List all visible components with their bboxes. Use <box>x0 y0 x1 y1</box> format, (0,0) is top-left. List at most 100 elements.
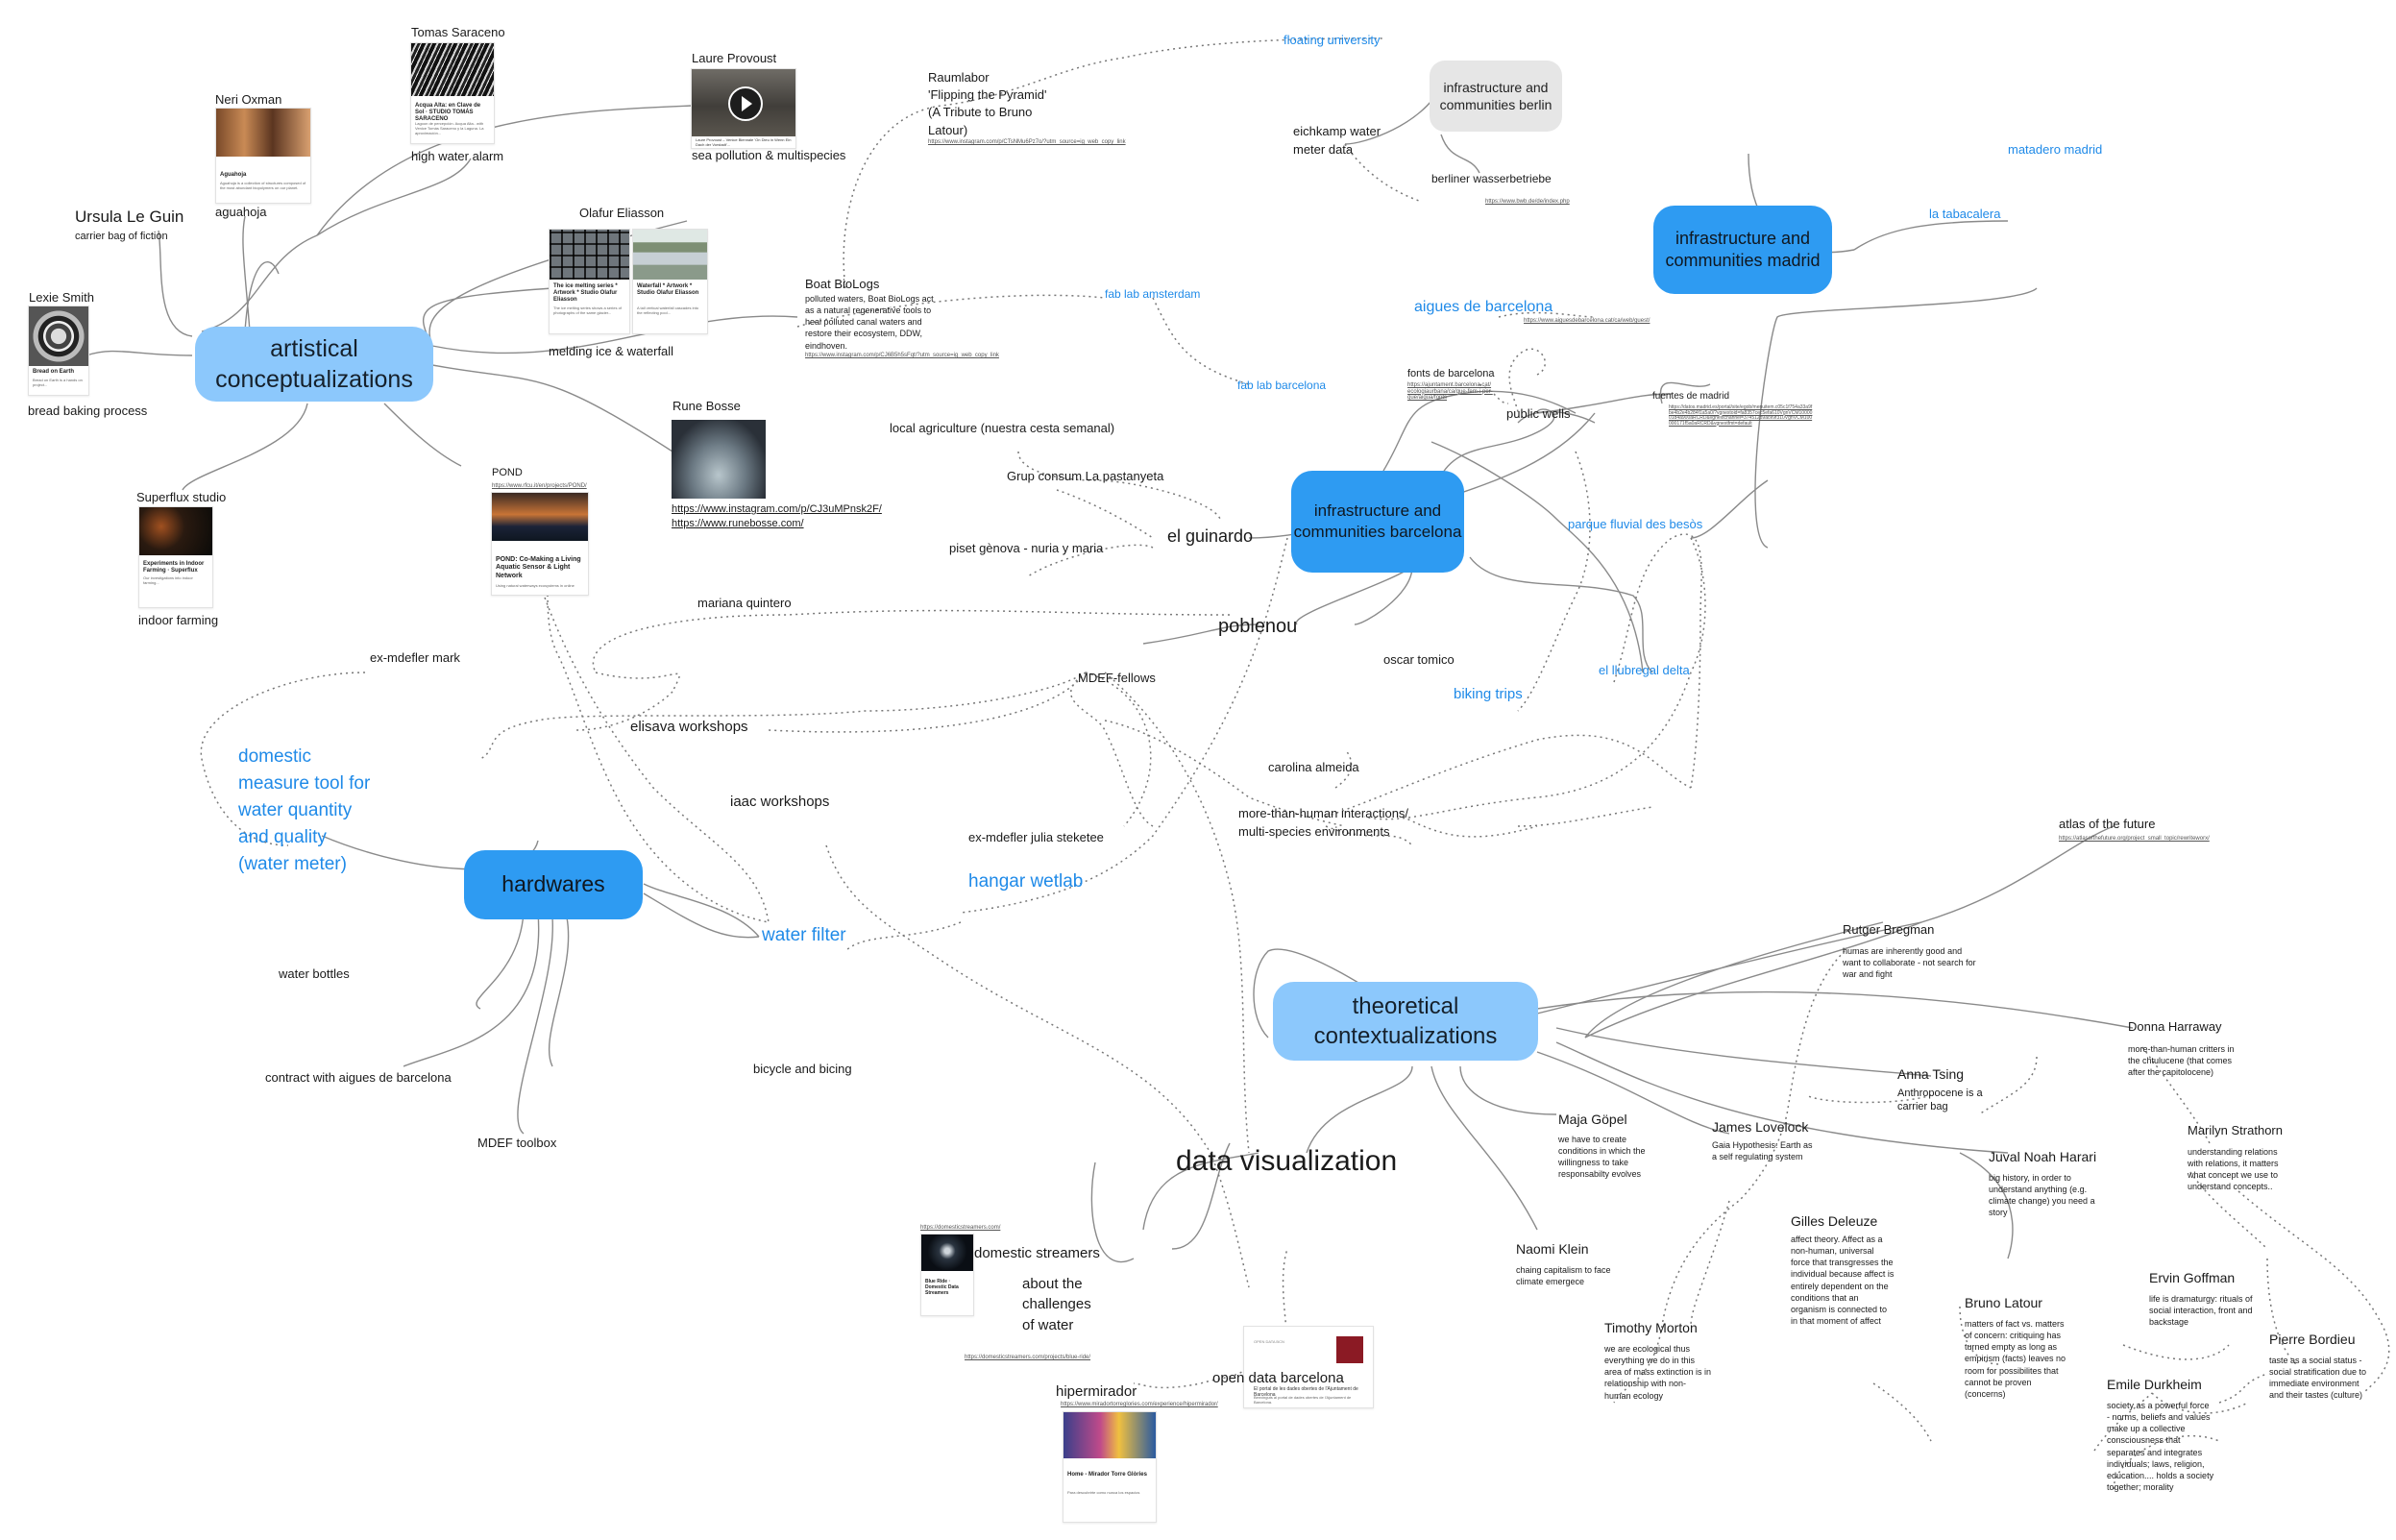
link-rune-instagram[interactable]: https://www.instagram.com/p/CJ3uMPnsk2F/ <box>672 503 882 515</box>
label-marilyn-strathorn: Marilyn Strathorn <box>2188 1123 2283 1137</box>
link-streamers-blue-ride[interactable]: https://domesticstreamers.com/projects/b… <box>965 1355 1091 1360</box>
label-juval-noah-harari: Juval Noah Harari <box>1989 1149 2097 1164</box>
label-llobregat-delta: el llubregal delta <box>1599 663 1690 677</box>
card-odb-title: El portal de les dades obertes de l'Ajun… <box>1254 1386 1358 1398</box>
text-morton-desc: we are ecological thus everything we do … <box>1604 1344 1712 1401</box>
card-open-data-barcelona[interactable]: OPEN DATA BCN El portal de les dades obe… <box>1243 1326 1374 1408</box>
dotted-links <box>200 37 2390 1490</box>
label-eichkamp: eichkamp water meter data <box>1293 124 1381 157</box>
text-rutger-desc: humas are inherently good and want to co… <box>1843 946 1976 980</box>
label-bread-baking: bread baking process <box>28 403 148 418</box>
link-aigues[interactable]: https://www.aiguesdebarcelona.cat/ca/web… <box>1524 318 1650 324</box>
superflux-thumbnail-image <box>139 507 212 555</box>
link-rune-website[interactable]: https://www.runebosse.com/ <box>672 518 804 529</box>
label-timothy-morton: Timothy Morton <box>1604 1320 1698 1335</box>
pond-thumbnail-image <box>492 493 588 541</box>
link-hipermirador[interactable]: https://www.miradortorreglories.com/expe… <box>1061 1402 1218 1407</box>
text-goffman-desc: life is dramaturgy: rituals of social in… <box>2149 1294 2253 1328</box>
link-raumlabor[interactable]: https://www.instagram.com/p/CTsNMu6Pz7o/… <box>928 139 1126 145</box>
link-pond-url[interactable]: https://www.rfcu.it/en/projects/POND/ <box>492 483 587 489</box>
card-olafur-ice[interactable]: The ice melting series * Artwork * Studi… <box>549 229 630 334</box>
node-infra-berlin-label: infrastructure and communities berlin <box>1439 79 1553 112</box>
open-data-logo-icon <box>1336 1336 1363 1363</box>
text-donna-desc: more-than-human critters in the chtuluce… <box>2128 1044 2235 1078</box>
card-olafur-waterfall[interactable]: Waterfall * Artwork * Studio Olafur Elia… <box>632 229 708 334</box>
node-infrastructure-barcelona[interactable]: infrastructure and communities barcelona <box>1291 471 1464 573</box>
label-rutger-bregman: Rutger Bregman <box>1843 922 1935 937</box>
label-lexie-smith: Lexie Smith <box>29 290 94 305</box>
link-boat-biologs[interactable]: https://www.instagram.com/p/CJ6B5h5sFqt/… <box>805 353 999 358</box>
lexie-thumbnail-image <box>29 306 88 366</box>
label-high-water-alarm: high water alarm <box>411 149 504 163</box>
label-sea-pollution: sea pollution & multispecies <box>692 148 846 162</box>
card-tomas-title: Acqua Alta: en Clave de Sol · STUDIO TOM… <box>415 103 481 123</box>
link-domestic-streamers[interactable]: https://domesticstreamers.com/ <box>920 1225 1001 1231</box>
text-deleuze-desc: affect theory. Affect as a non-human, un… <box>1791 1234 1895 1326</box>
card-laure-provoust[interactable]: Laure Provoust – Venice Biennale 'On Die… <box>691 68 796 149</box>
card-neri-title: Aguahoja <box>220 172 247 178</box>
label-mariana-quintero: mariana quintero <box>697 596 792 610</box>
label-la-tabacalera: la tabacalera <box>1929 207 2001 221</box>
label-iaac-workshops: iaac workshops <box>730 794 830 810</box>
label-elisava-workshops: elisava workshops <box>630 719 748 735</box>
card-lexie-desc: Bread on Earth is a hands on project... <box>33 378 83 387</box>
label-piset-genova: piset gènova - nuria y maria <box>949 541 1104 555</box>
card-superflux-title: Experiments in Indoor Farming · Superflu… <box>143 561 205 574</box>
node-infra-madrid-label: infrastructure and communities madrid <box>1665 228 1821 270</box>
text-marilyn-desc: understanding relations with relations, … <box>2188 1147 2279 1192</box>
label-more-than-human: more-than-human interactions/ multi-spec… <box>1238 806 1409 839</box>
label-fab-lab-amsterdam: fab lab amsterdam <box>1105 287 1201 301</box>
label-poblenou: poblenou <box>1218 616 1298 637</box>
label-maja-gopel: Maja Göpel <box>1558 1112 1627 1127</box>
link-fonts[interactable]: https://ajuntament.barcelona.cat/ecologi… <box>1407 382 1493 402</box>
label-fonts-de-barcelona: fonts de barcelona <box>1407 368 1495 379</box>
label-boat-biologs: Boat BioLogs <box>805 277 880 291</box>
text-klein-desc: chaing capitalism to face climate emerge… <box>1516 1265 1611 1287</box>
label-olafur-eliasson: Olafur Eliasson <box>579 206 665 220</box>
node-infrastructure-berlin[interactable]: infrastructure and communities berlin <box>1430 61 1562 132</box>
label-oscar-tomico: oscar tomico <box>1383 652 1455 667</box>
node-artistical-conceptualizations[interactable]: artistical conceptualizations <box>195 327 433 402</box>
label-hipermirador: hipermirador <box>1056 1383 1137 1400</box>
card-domestic-streamers[interactable]: Blue Ride · Domestic Data Streamers <box>920 1234 974 1316</box>
card-olafur-ice-title: The ice melting series * Artwork * Studi… <box>553 283 618 304</box>
card-odb-desc: Benvinguts al portal de dades obertes de… <box>1254 1395 1352 1405</box>
label-data-visualization: data visualization <box>1176 1145 1398 1177</box>
text-harari-desc: big history, in order to understand anyt… <box>1989 1173 2095 1218</box>
card-olafur-waterfall-desc: A tall vertical waterfall cascades into … <box>637 306 699 315</box>
label-anna-tsing: Anna Tsing <box>1897 1066 1965 1082</box>
card-laure-caption: Laure Provoust – Venice Biennale 'On Die… <box>696 137 792 147</box>
card-superflux[interactable]: Experiments in Indoor Farming · Superflu… <box>138 506 213 608</box>
label-bicycle-bicing: bicycle and bicing <box>753 1062 852 1076</box>
rune-bosse-image[interactable] <box>672 420 766 499</box>
label-ex-mdefler-mark: ex-mdefler mark <box>370 650 460 665</box>
node-infrastructure-madrid[interactable]: infrastructure and communities madrid <box>1653 206 1832 294</box>
card-neri-oxman[interactable]: Aguahoja Aguahoja is a collection of str… <box>215 108 311 204</box>
label-bruno-latour: Bruno Latour <box>1965 1295 2042 1310</box>
text-lovelock-desc: Gaia Hypothesis: Earth as a self regulat… <box>1712 1140 1813 1162</box>
card-pond[interactable]: POND: Co-Making a Living Aquatic Sensor … <box>491 492 589 596</box>
label-indoor-farming: indoor farming <box>138 613 219 627</box>
node-theoretical-contextualizations[interactable]: theoretical contextualizations <box>1273 982 1538 1061</box>
link-atlas[interactable]: https://atlasofthefuture.org/project_sma… <box>2059 836 2210 842</box>
card-lexie-smith[interactable]: Bread on Earth Bread on Earth is a hands… <box>28 306 89 396</box>
link-berliner[interactable]: https://www.bwb.de/de/index.php <box>1485 199 1570 205</box>
label-james-lovelock: James Lovelock <box>1712 1119 1809 1135</box>
label-floating-university: floating university <box>1284 33 1381 47</box>
card-superflux-desc: Our investigations into indoor farming..… <box>143 575 193 585</box>
card-hipermirador[interactable]: Home - Mirador Torre Glòries Para descub… <box>1063 1411 1157 1523</box>
label-raumlabor: Raumlabor 'Flipping the Pyramid' (A Trib… <box>928 70 1047 137</box>
label-pierre-bordieu: Pierre Bordieu <box>2269 1332 2356 1347</box>
node-hardwares[interactable]: hardwares <box>464 850 643 919</box>
card-streamers-title: Blue Ride · Domestic Data Streamers <box>925 1279 959 1296</box>
label-naomi-klein: Naomi Klein <box>1516 1241 1589 1257</box>
card-pond-desc: Using natural waterways ecosystems in on… <box>496 583 575 588</box>
olafur-waterfall-image <box>633 230 707 280</box>
link-fuentes[interactable]: https://datos.madrid.es/portal/site/egob… <box>1669 404 1813 427</box>
card-tomas-saraceno[interactable]: Acqua Alta: en Clave de Sol · STUDIO TOM… <box>410 42 495 144</box>
play-icon[interactable] <box>728 86 763 121</box>
label-aigues-de-barcelona: aigues de barcelona <box>1414 299 1553 315</box>
label-neri-oxman: Neri Oxman <box>215 92 282 107</box>
label-fuentes-de-madrid: fuentes de madrid <box>1652 391 1730 402</box>
